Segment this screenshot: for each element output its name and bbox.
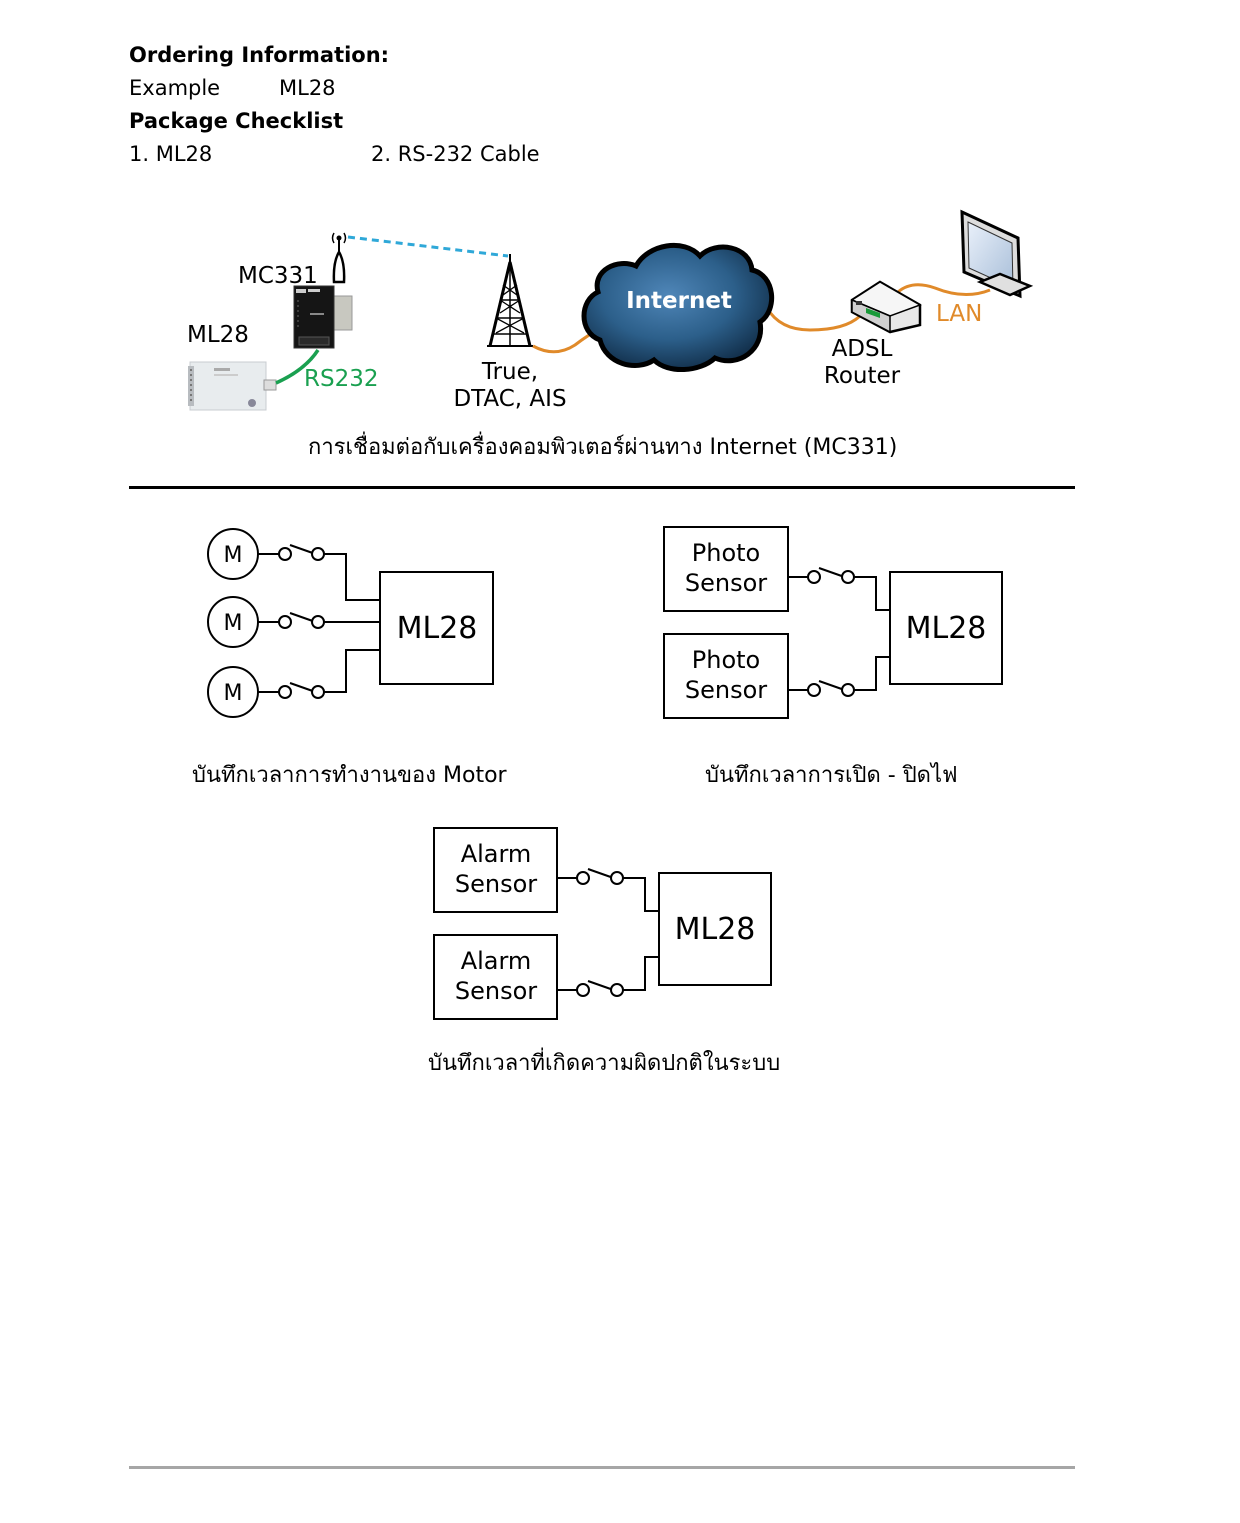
router-label-line2: Router [824, 363, 901, 389]
router-to-computer-cable [897, 283, 991, 296]
rs232-cable [275, 349, 320, 385]
ml28-box-label: ML28 [906, 611, 987, 646]
ml28-box [379, 571, 494, 685]
network-caption: การเชื่อมต่อกับเครื่องคอมพิวเตอร์ผ่านทาง… [308, 429, 897, 464]
photo-sensor-label-line2: Sensor [685, 676, 767, 704]
alarm-sensor-box [433, 934, 558, 1020]
network-caption-thai: การเชื่อมต่อกับเครื่องคอมพิวเตอร์ผ่านทาง [308, 435, 703, 460]
photo-sensor-label-line2: Sensor [685, 569, 767, 597]
photo-caption: บันทึกเวลาการเปิด - ปิดไฟ [705, 763, 958, 788]
lan-label: LAN [936, 301, 982, 327]
router-label-line1: ADSL [832, 336, 893, 362]
photo-sensor-box [663, 633, 789, 719]
ml28-box-label: ML28 [675, 912, 756, 947]
footer-divider [129, 1466, 1075, 1469]
carriers-label-line1: True, [481, 359, 538, 385]
example-label: Example [129, 76, 221, 100]
ordering-heading: Ordering Information: [129, 43, 390, 67]
internet-to-router-cable [765, 307, 862, 332]
alarm-sensor-diagram: Alarm Sensor Alarm Sensor ML28 [433, 827, 772, 1020]
motor-diagram: M M M ML28 [207, 528, 494, 718]
alarm-sensor-box [433, 827, 558, 913]
motor-label: M [224, 681, 243, 706]
photo-sensor-label-line1: Photo [692, 646, 760, 674]
package-item-1: 1. ML28 [129, 142, 213, 166]
network-caption-en: Internet (MC331) [709, 435, 898, 460]
cell-tower-icon [487, 254, 533, 347]
photo-sensor-box [663, 526, 789, 612]
example-value: ML28 [279, 76, 336, 100]
alarm-sensor-label-line1: Alarm [461, 947, 532, 975]
alarm-sensor-label-line1: Alarm [461, 840, 532, 868]
motor-caption: บันทึกเวลาการทำงานของ Motor [192, 757, 507, 792]
alarm-caption: บันทึกเวลาที่เกิดความผิดปกติในระบบ [428, 1051, 781, 1076]
internet-cloud-icon [581, 242, 775, 373]
alarm-sensor-label-line2: Sensor [455, 977, 537, 1005]
ml28-box [889, 571, 1003, 685]
package-heading: Package Checklist [129, 109, 344, 133]
ml28-box [658, 872, 772, 986]
antenna-icon [331, 232, 347, 284]
photo-sensor-label-line1: Photo [692, 539, 760, 567]
router-icon [850, 280, 922, 334]
motor-label: M [224, 543, 243, 568]
motor-caption-en: Motor [443, 763, 507, 788]
internet-label: Internet [626, 288, 732, 314]
carriers-label-line2: DTAC, AIS [453, 386, 566, 412]
photo-sensor-diagram: Photo Sensor Photo Sensor ML28 [663, 526, 1003, 719]
network-diagram: Internet MC331 ML28 RS232 True, DTAC, AI… [187, 209, 1034, 412]
ml28-box-label: ML28 [397, 611, 478, 646]
section-divider [129, 486, 1075, 489]
mc331-device-image [293, 285, 353, 349]
mc331-label: MC331 [238, 263, 318, 289]
alarm-sensor-label-line2: Sensor [455, 870, 537, 898]
rs232-label: RS232 [304, 366, 378, 392]
computer-monitor-icon [960, 209, 1034, 299]
motor-label: M [224, 611, 243, 636]
wireless-link [347, 235, 509, 258]
package-item-2: 2. RS-232 Cable [371, 142, 540, 166]
ml28-device-image [188, 361, 277, 411]
motor-caption-thai: บันทึกเวลาการทำงานของ [192, 763, 437, 788]
ml28-label: ML28 [187, 322, 249, 348]
